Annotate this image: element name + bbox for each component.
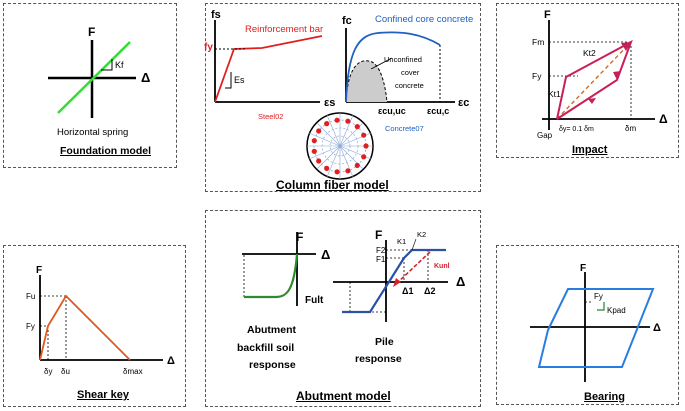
- pile-k2-pointer: [411, 238, 417, 251]
- impact-kt2: Kt2: [583, 48, 596, 58]
- impact-dm: δm: [625, 124, 636, 133]
- impact-fm: Fm: [532, 37, 544, 47]
- pile-k2: K2: [417, 230, 426, 239]
- shear-axis-delta: Δ: [167, 355, 175, 367]
- bearing-fy: Fy: [594, 292, 603, 301]
- impact-title: Impact: [572, 144, 608, 156]
- impact-dy: δy= 0.1 δm: [559, 126, 594, 133]
- soil-label-3: response: [249, 359, 296, 371]
- shear-dmax: δmax: [123, 367, 143, 376]
- bearing-panel: [496, 245, 679, 405]
- soil-axis-delta: Δ: [321, 247, 330, 262]
- foundation-k-label: Kf: [115, 60, 124, 70]
- confined-label: Confined core concrete: [375, 14, 473, 25]
- impact-secant: [556, 41, 632, 120]
- shear-axis-f: F: [36, 265, 42, 276]
- column-panel: [205, 3, 481, 192]
- pile-k1: K1: [397, 237, 406, 246]
- shear-dy: δy: [44, 367, 52, 376]
- concrete-model: Concrete07: [385, 124, 424, 133]
- steel-es: Es: [234, 75, 245, 85]
- concrete-eps-uc: εcu,uc: [378, 106, 406, 116]
- unconfined-label-3: concrete: [395, 81, 424, 90]
- shear-curve: [39, 294, 131, 361]
- unconfined-label-1: Unconfined: [384, 55, 422, 64]
- abutment-title: Abutment model: [296, 389, 391, 403]
- bearing-k-triangle: [597, 302, 605, 311]
- soil-fult: Fult: [305, 295, 324, 306]
- foundation-k-triangle: [101, 59, 113, 71]
- impact-axis-f: F: [544, 9, 551, 21]
- shear-key-panel: [3, 245, 186, 407]
- confined-curve: [345, 31, 441, 103]
- abutment-panel: [205, 210, 481, 407]
- pile-kunl: Kunl: [434, 263, 450, 270]
- steel-es-triangle: [225, 72, 232, 89]
- foundation-title: Foundation model: [60, 145, 151, 157]
- unconfined-pointer: [370, 57, 393, 70]
- pile-label-2: response: [355, 353, 402, 365]
- unconfined-curve: [345, 60, 388, 103]
- pile-curve: [342, 248, 446, 314]
- impact-arrow-down: [613, 71, 621, 80]
- shear-du: δu: [61, 367, 70, 376]
- impact-arrow-up: [621, 42, 631, 51]
- pile-d1: Δ1: [402, 286, 413, 296]
- concrete-eps-c: εcu,c: [427, 106, 449, 116]
- bearing-title: Bearing: [584, 391, 625, 403]
- unconfined-fill: [346, 60, 387, 102]
- pile-label-1: Pile: [375, 336, 394, 348]
- soil-label-1: Abutment: [247, 324, 296, 336]
- impact-fy: Fy: [532, 71, 542, 81]
- pile-f1: F1: [376, 255, 386, 264]
- concrete-axis-y: fc: [342, 15, 352, 27]
- pile-unload-arrow: [393, 278, 401, 287]
- foundation-axis-delta: Δ: [141, 70, 150, 85]
- impact-kt1: Kt1: [548, 89, 561, 99]
- foundation-panel: [3, 3, 177, 168]
- bearing-loop: [537, 288, 655, 368]
- soil-axis-f: F: [296, 230, 303, 244]
- steel-fy: fy: [204, 42, 213, 53]
- steel-axis-x: εs: [324, 97, 335, 109]
- concrete-axis-x: εc: [458, 97, 469, 109]
- impact-gap: Gap: [537, 131, 553, 140]
- impact-panel: [496, 3, 679, 158]
- steel-curve-label: Reinforcement bar: [245, 24, 323, 35]
- steel-model: Steel02: [258, 112, 283, 121]
- shear-key-title: Shear key: [77, 389, 129, 401]
- foundation-axis-f: F: [88, 25, 95, 39]
- pile-axis-delta: Δ: [456, 274, 465, 289]
- shear-fy: Fy: [26, 322, 35, 331]
- soil-curve: [244, 253, 299, 299]
- foundation-spring-label: Horizontal spring: [57, 127, 128, 138]
- foundation-spring-line: [57, 41, 131, 114]
- column-title: Column fiber model: [276, 178, 389, 192]
- pile-unload: [395, 251, 431, 285]
- pile-f2: F2: [376, 246, 386, 255]
- impact-arrow-return: [588, 98, 596, 104]
- bearing-kpad: Kpad: [607, 306, 626, 315]
- soil-label-2: backfill soil: [237, 342, 294, 354]
- pile-axis-f: F: [375, 228, 382, 242]
- unconfined-label-2: cover: [401, 68, 420, 77]
- shear-fu: Fu: [26, 292, 35, 301]
- fiber-section: [306, 112, 374, 180]
- bearing-axis-delta: Δ: [653, 322, 661, 334]
- impact-axis-delta: Δ: [659, 112, 668, 126]
- steel-curve: [214, 35, 323, 103]
- pile-d2: Δ2: [424, 286, 435, 296]
- bearing-axis-f: F: [580, 263, 586, 274]
- steel-axis-y: fs: [211, 9, 221, 21]
